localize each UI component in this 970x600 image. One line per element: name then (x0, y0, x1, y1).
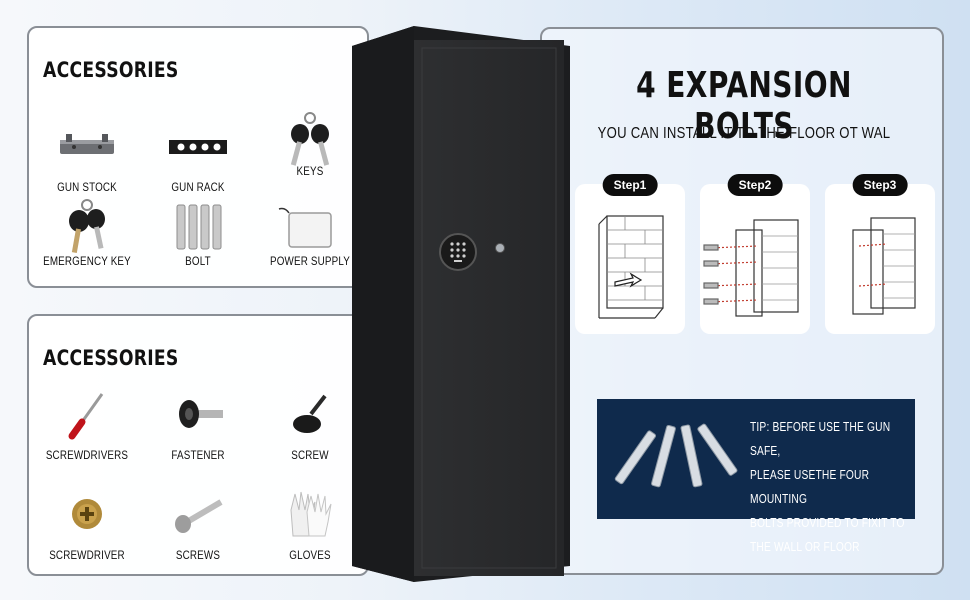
tip-line: TIP: BEFORE USE THE GUN SAFE, (750, 420, 891, 458)
accessory-screws: SCREWS (143, 488, 253, 562)
accessory-label: BOLT (185, 254, 211, 268)
accessory-gloves: GLOVES (255, 484, 365, 562)
gun-stock-icon (60, 134, 114, 154)
gun-rack-icon (169, 140, 227, 154)
screw-icon (293, 394, 327, 433)
gun-safe-image (352, 26, 570, 582)
wall-mount-step1-icon (598, 215, 664, 319)
fastener-icon (179, 400, 223, 428)
accessory-screwdrivers: SCREWDRIVERS (32, 388, 142, 462)
installation-subtitle: YOU CAN INSTALL IT TO THE FLOOR OT WAL (597, 125, 891, 142)
accessory-emergency-key: EMERGENCY KEY (32, 194, 142, 268)
accessories-panel-bottom: ACCESSORIES SCREWDRIVERS FASTENER SCREW … (27, 314, 369, 576)
step-label: Step3 (852, 174, 908, 196)
accessory-bolt: BOLT (143, 194, 253, 268)
tip-line: PLEASE USETHE FOUR MOUNTING (750, 468, 870, 506)
accessory-gun-rack: GUN RACK (143, 120, 253, 194)
accessory-fastener: FASTENER (143, 388, 253, 462)
wall-mount-step2-icon (703, 219, 799, 317)
wall-mount-step3-icon (852, 217, 916, 315)
installation-panel: 4 EXPANSION BOLTS YOU CAN INSTALL IT TO … (540, 27, 944, 575)
install-step-3: Step3 (825, 174, 935, 334)
accessory-label: GUN STOCK (57, 180, 117, 194)
gloves-icon (290, 491, 332, 537)
screw-head-icon (72, 499, 102, 529)
safe-door (414, 40, 564, 576)
accessory-label: KEYS (296, 164, 324, 178)
step-label: Step1 (602, 174, 658, 196)
accessory-keys: KEYS (255, 104, 365, 178)
keys-icon (290, 112, 330, 166)
accessory-label: GLOVES (289, 548, 331, 562)
accessory-label: EMERGENCY KEY (43, 254, 131, 268)
tip-box: TIP: BEFORE USE THE GUN SAFE, PLEASE USE… (597, 399, 915, 554)
accessory-power-supply: POWER SUPPLY (255, 194, 365, 268)
power-supply-icon (278, 207, 332, 248)
accessory-label: SCREWDRIVERS (45, 448, 129, 462)
screwdriver-icon (68, 393, 104, 440)
install-step-2: Step2 (700, 174, 810, 334)
accessories-title: ACCESSORIES (43, 346, 179, 370)
accessory-label: POWER SUPPLY (269, 254, 350, 268)
keypad-icon (439, 233, 477, 271)
tip-text: TIP: BEFORE USE THE GUN SAFE, PLEASE USE… (750, 415, 906, 559)
accessory-screw: SCREW (255, 388, 365, 462)
accessories-panel-top: ACCESSORIES GUN STOCK GUN RACK KEYS (27, 26, 369, 288)
tip-line: BOLTS PROVIDED TO FIXIT TO (750, 516, 905, 530)
accessory-label: GUN RACK (171, 180, 225, 194)
bolt-icon (176, 204, 222, 250)
accessories-title: ACCESSORIES (43, 58, 179, 82)
accessory-screwdriver: SCREWDRIVER (32, 488, 142, 562)
accessory-label: FASTENER (171, 448, 225, 462)
accessory-label: SCREWS (175, 548, 221, 562)
screws-icon (175, 499, 223, 533)
key-lock-icon (495, 243, 505, 253)
expansion-bolts-icon (614, 423, 738, 488)
accessory-gun-stock: GUN STOCK (32, 120, 142, 194)
accessory-label: SCREW (291, 448, 329, 462)
accessory-label: SCREWDRIVER (49, 548, 125, 562)
install-step-1: Step1 (575, 174, 685, 334)
step-label: Step2 (727, 174, 783, 196)
expansion-bolts-title: 4 EXPANSION BOLTS (636, 65, 852, 147)
emergency-key-icon (69, 199, 105, 253)
tip-line: THE WALL OR FLOOR (750, 540, 860, 554)
